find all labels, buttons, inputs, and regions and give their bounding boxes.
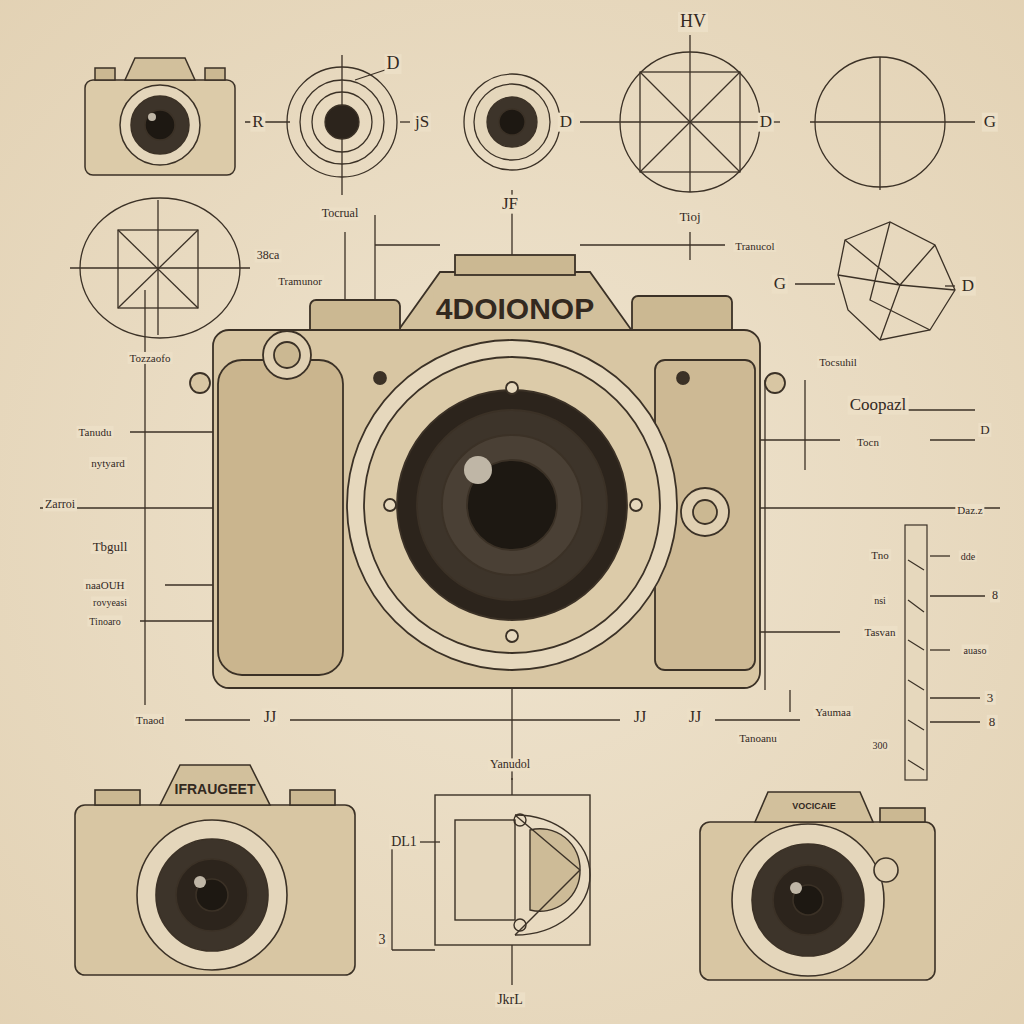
part-label: Coopazl xyxy=(848,396,909,415)
part-label: Tocsuhil xyxy=(817,356,859,368)
brand-label: 4DOIONOP xyxy=(434,292,596,325)
leader-lines xyxy=(40,35,1000,985)
part-label: D xyxy=(385,54,402,74)
brand-label: IFRAUGEET xyxy=(173,782,258,797)
part-label: HV xyxy=(678,12,708,32)
part-label: R xyxy=(250,113,265,132)
bottom-right-camera xyxy=(700,792,935,980)
part-label: auaso xyxy=(962,645,989,656)
part-label: Yanudol xyxy=(488,758,532,771)
part-label: 8 xyxy=(987,715,998,729)
part-label: nsi xyxy=(872,595,888,606)
part-label: Tramunor xyxy=(276,275,324,287)
part-label: D xyxy=(558,113,574,132)
part-label: D xyxy=(960,277,976,296)
part-label: D xyxy=(978,423,991,437)
part-label: 3 xyxy=(377,932,388,947)
part-label: JJ xyxy=(632,708,648,726)
part-label: Tnaod xyxy=(134,714,166,726)
part-label: Yaumaa xyxy=(813,706,853,718)
part-label: Tanoanu xyxy=(737,732,779,744)
part-label: JF xyxy=(500,195,520,214)
part-label: JkrL xyxy=(495,992,525,1007)
bottom-left-camera xyxy=(75,765,355,975)
part-label: rovyeasi xyxy=(91,597,129,608)
part-label: Tozzaofo xyxy=(128,352,173,364)
part-label: 8 xyxy=(990,589,1000,602)
main-camera xyxy=(190,255,785,688)
part-label: jS xyxy=(413,113,431,132)
part-label: Tinoaro xyxy=(87,616,122,627)
part-label: Tanudu xyxy=(77,426,114,438)
part-label: 38ca xyxy=(255,249,282,262)
part-label: Tranucol xyxy=(733,240,776,252)
part-label: JJ xyxy=(687,708,703,726)
part-label: naaOUH xyxy=(83,579,126,591)
ruler-strip xyxy=(905,525,927,780)
part-label: 300 xyxy=(871,740,890,751)
part-label: JJ xyxy=(262,708,278,726)
part-label: G xyxy=(772,275,788,294)
part-label: Tno xyxy=(869,549,891,561)
part-label: DL1 xyxy=(389,834,419,849)
part-label: Daz.z xyxy=(955,504,984,516)
part-label: G xyxy=(982,113,998,132)
part-label: dde xyxy=(959,551,977,562)
part-label: Tasvan xyxy=(863,626,898,638)
part-label: nytyard xyxy=(89,457,127,469)
part-label: D xyxy=(758,113,774,132)
lens-diagram xyxy=(70,52,955,340)
part-label: Tocn xyxy=(855,436,881,448)
part-label: Zarroi xyxy=(43,498,77,511)
part-label: Tioj xyxy=(677,210,702,224)
part-label: 3 xyxy=(985,691,996,705)
brand-label: VOCICAIE xyxy=(790,802,838,812)
small-camera xyxy=(85,58,235,175)
lens-section xyxy=(435,795,590,945)
part-label: Tocrual xyxy=(320,207,360,220)
part-label: Tbgull xyxy=(91,540,130,554)
